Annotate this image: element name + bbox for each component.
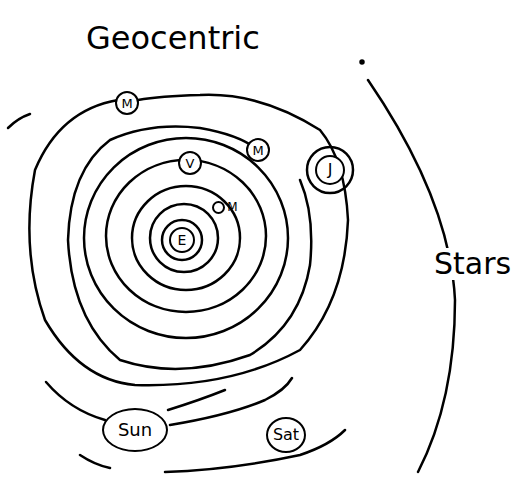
planet-circle: V bbox=[178, 151, 202, 175]
planet-letter: M bbox=[227, 201, 237, 213]
planet-letter: E bbox=[178, 233, 187, 247]
planet-letter: V bbox=[186, 157, 195, 170]
planet-circle: M bbox=[246, 138, 270, 162]
planet-circle: Sun bbox=[102, 408, 168, 452]
planet-letter: Sun bbox=[118, 421, 152, 439]
diagram-title: Geocentric bbox=[86, 22, 260, 54]
planet-circle: M bbox=[115, 91, 139, 115]
planet-circle: J bbox=[315, 155, 345, 185]
planet-letter: Sat bbox=[273, 427, 299, 443]
planet-letter: M bbox=[121, 97, 132, 110]
moon-circle bbox=[212, 201, 225, 214]
planet-circle: E bbox=[169, 227, 195, 253]
stars-label: Stars bbox=[432, 248, 513, 280]
moon-marker: M bbox=[211, 199, 238, 216]
planet-circle: Sat bbox=[266, 417, 306, 453]
planet-letter: J bbox=[328, 162, 333, 178]
planet-letter: M bbox=[252, 144, 263, 157]
